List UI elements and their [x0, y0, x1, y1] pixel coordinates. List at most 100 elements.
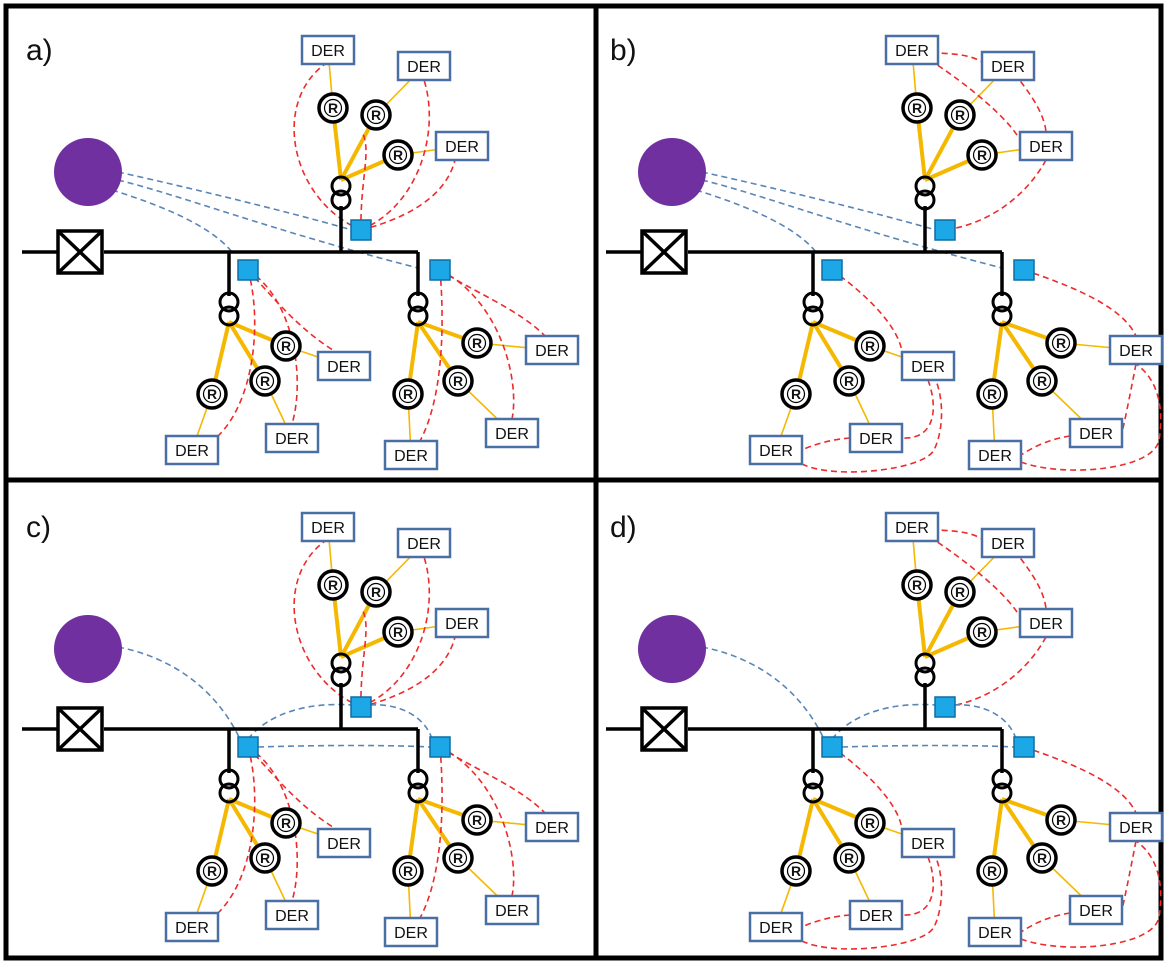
resident-ring [448, 371, 468, 391]
der-box-frame [1018, 607, 1074, 639]
resident-label: R [371, 107, 381, 123]
resident-label: R [1056, 335, 1066, 351]
der-label: DER [978, 448, 1012, 465]
transformer-coil-top [991, 291, 1013, 313]
der-comm-link [831, 746, 903, 830]
resident-icon [360, 576, 392, 608]
der-box-frame [264, 899, 320, 931]
der-label: DER [394, 925, 428, 942]
der-box: DER [484, 894, 540, 926]
breaker-cross-b [640, 229, 688, 275]
der-box: DER [884, 511, 940, 543]
local-controller [350, 696, 372, 718]
transformer-right [407, 291, 429, 327]
resident-ring [839, 848, 859, 868]
resident-ring [860, 336, 880, 356]
resident-label: R [1037, 850, 1047, 866]
resident-icon [461, 804, 493, 836]
resident-ring [398, 861, 418, 881]
der-comm-link [901, 379, 935, 439]
der-box: DER [264, 899, 320, 931]
local-controller [934, 219, 956, 241]
der-comm-link [419, 269, 443, 442]
der-label: DER [1119, 820, 1153, 837]
resident-node: R [196, 378, 228, 410]
resident-ring [255, 848, 275, 868]
resident-icon [833, 842, 865, 874]
resident-icon [901, 569, 933, 601]
local-controller [1013, 736, 1035, 758]
resident-ring [255, 371, 275, 391]
resident-ring [467, 333, 487, 353]
local-controller [934, 696, 956, 718]
resident-label: R [1037, 373, 1047, 389]
resident-icon [270, 330, 302, 362]
der-comm-link [439, 269, 515, 420]
panel-label: d) [610, 511, 637, 544]
transformer-left [802, 768, 824, 804]
control-comm-link [117, 171, 353, 231]
resident-ring [1051, 333, 1071, 353]
der-comm-link [293, 538, 362, 708]
transformer-coil-top [330, 652, 352, 674]
der-box: DER [1068, 894, 1124, 926]
der-label: DER [895, 43, 929, 60]
resident-label: R [260, 373, 270, 389]
resident-ring [202, 861, 222, 881]
der-comm-link [831, 269, 903, 353]
der-box-frame [383, 916, 439, 948]
resident-ring [323, 98, 343, 118]
resident-label: R [844, 373, 854, 389]
transformer-right [991, 291, 1013, 327]
transformer-coil-bottom [330, 666, 352, 688]
der-label: DER [911, 836, 945, 853]
control-comm-link [247, 703, 353, 740]
der-box-frame [396, 50, 452, 82]
der-label: DER [535, 820, 569, 837]
der-label: DER [859, 908, 893, 925]
power-network [22, 206, 420, 296]
transformer-coil-bottom [914, 189, 936, 211]
der-box-frame [316, 827, 372, 859]
resident-ring [860, 813, 880, 833]
control-comm-link [257, 744, 431, 748]
der-box-frame [524, 811, 580, 843]
der-label: DER [327, 359, 361, 376]
der-box-frame [848, 899, 904, 931]
transformer-coil-bottom [218, 782, 240, 804]
der-label: DER [394, 448, 428, 465]
der-comm-link [801, 437, 851, 451]
resident-ring [1051, 810, 1071, 830]
der-box-frame [748, 434, 804, 466]
resident-node: R [317, 569, 349, 601]
der-label: DER [759, 443, 793, 460]
transformer-coil-top [914, 652, 936, 674]
control-comm-link [841, 744, 1015, 748]
der-box: DER [383, 439, 439, 471]
resident-ring [1032, 371, 1052, 391]
der-comm-link [360, 608, 367, 708]
der-box: DER [900, 350, 956, 382]
transformer-coil-bottom [914, 666, 936, 688]
resident-ring [276, 336, 296, 356]
resident-icon [966, 139, 998, 171]
der-comm-link [360, 159, 456, 231]
der-box-frame [396, 527, 452, 559]
control-comm-link [831, 703, 937, 740]
resident-label: R [453, 373, 463, 389]
resident-icon [196, 378, 228, 410]
transformer-right [991, 768, 1013, 804]
der-label: DER [1029, 139, 1063, 156]
resident-label: R [393, 147, 403, 163]
der-comm-link [901, 856, 935, 916]
control-comm-link [701, 179, 1003, 269]
der-box-frame [980, 50, 1036, 82]
resident-node: R [392, 378, 424, 410]
der-box: DER [967, 916, 1023, 948]
